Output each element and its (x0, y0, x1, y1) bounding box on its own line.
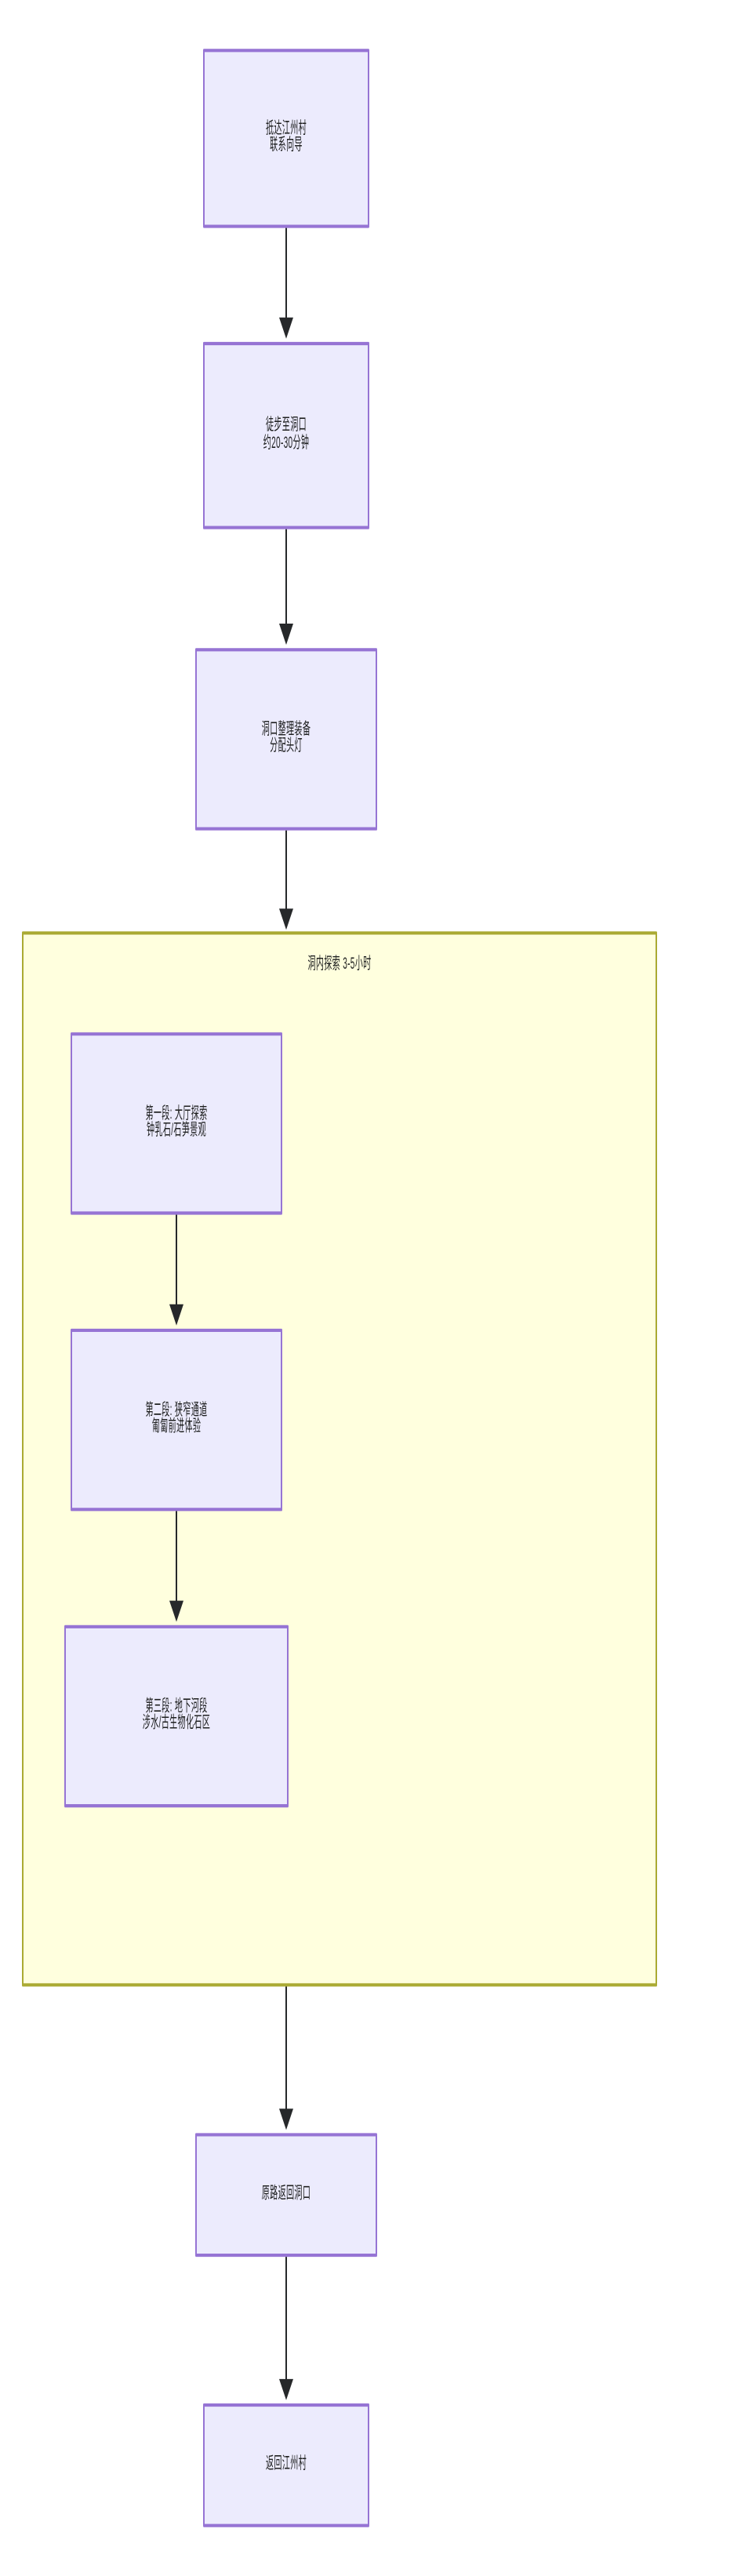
edge-line (285, 529, 287, 628)
edge-cluster1-n4 (195, 1986, 377, 2134)
edge-line (285, 2257, 287, 2382)
node-line: 第一段: 大厅探索 (145, 1105, 208, 1124)
node-line: 钟乳石/石笋景观 (147, 1122, 206, 1141)
node-line: 匍匐前进体验 (151, 1418, 202, 1436)
edge-line (176, 1214, 177, 1308)
node-line: 联系向导 (270, 136, 303, 155)
node-stage-2-narrow-passage[interactable]: 第二段: 狭窄通道 匍匐前进体验 (71, 1328, 282, 1512)
node-line: 第三段: 地下河段 (145, 1697, 208, 1716)
node-line: 洞口整理装备 (261, 721, 311, 740)
node-stage-1-hall[interactable]: 第一段: 大厅探索 钟乳石/石笋景观 (71, 1032, 282, 1215)
node-prepare-gear[interactable]: 洞口整理装备 分配头灯 (195, 648, 377, 831)
edge-arrowhead-icon (169, 1600, 183, 1622)
edge-arrowhead-icon (169, 1304, 183, 1326)
node-line: 分配头灯 (270, 737, 303, 756)
cluster-cave-exploration: 洞内探索 3-5小时 第一段: 大厅探索 钟乳石/石笋景观 第二段: 狭窄通道 … (22, 931, 657, 1987)
edge-arrowhead-icon (279, 908, 293, 930)
node-line: 第二段: 狭窄通道 (145, 1402, 208, 1420)
edge-s2-s3 (71, 1511, 282, 1625)
node-return-to-entrance[interactable]: 原路返回洞口 (195, 2133, 377, 2258)
node-line: 涉水/古生物化石区 (142, 1714, 211, 1733)
node-line: 抵达江州村 (265, 120, 307, 139)
edge-s1-s2 (71, 1214, 282, 1329)
node-return-to-village[interactable]: 返回江州村 (203, 2403, 369, 2527)
node-arrive-village[interactable]: 抵达江州村 联系向导 (203, 49, 369, 228)
edge-line (285, 1986, 287, 2112)
node-stage-3-underground-river[interactable]: 第三段: 地下河段 涉水/古生物化石区 (64, 1625, 289, 1808)
node-line: 返回江州村 (265, 2455, 307, 2474)
node-line: 原路返回洞口 (261, 2185, 311, 2203)
edge-arrowhead-icon (279, 2108, 293, 2130)
edge-line (285, 227, 287, 321)
node-hike-to-cave-entrance[interactable]: 徒步至洞口 约20-30分钟 (203, 341, 369, 529)
edge-n2-n3 (203, 529, 369, 649)
node-line: 约20-30分钟 (263, 434, 310, 453)
edge-line (285, 830, 287, 912)
edge-n3-cluster1 (195, 830, 377, 932)
edge-n1-n2 (203, 227, 369, 342)
edge-n4-n5 (195, 2257, 377, 2403)
edge-arrowhead-icon (279, 2378, 293, 2400)
edge-line (176, 1511, 177, 1604)
edge-arrowhead-icon (279, 624, 293, 646)
cluster-title: 洞内探索 3-5小时 (307, 955, 372, 974)
edge-arrowhead-icon (279, 317, 293, 339)
node-line: 徒步至洞口 (265, 417, 307, 436)
